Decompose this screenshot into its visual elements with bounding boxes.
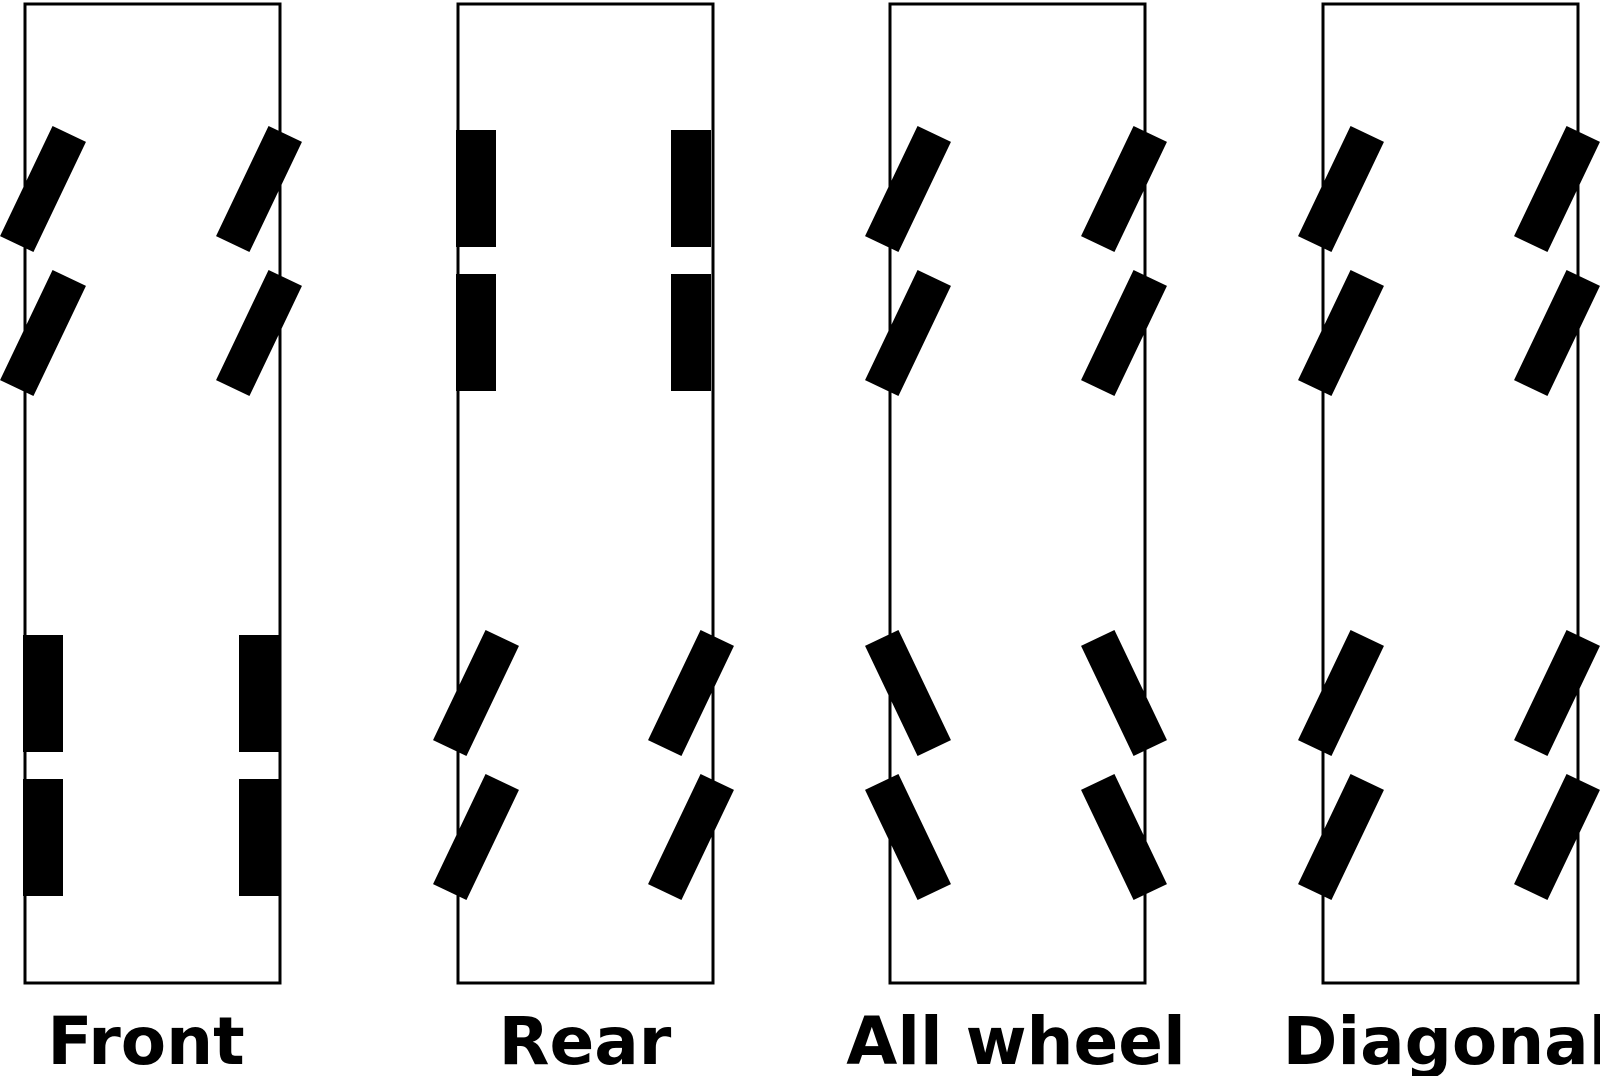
vehicle-outline xyxy=(456,2,715,985)
wheel-rear-right-1 xyxy=(648,629,734,757)
wheel-rear-right-1 xyxy=(239,635,279,752)
wheel-front-left-1 xyxy=(456,130,496,247)
wheel-rear-right-2 xyxy=(1081,773,1167,901)
wheel-front-left-1 xyxy=(865,125,951,253)
wheel-front-right-1 xyxy=(216,125,302,253)
wheel-front-left-2 xyxy=(456,274,496,391)
wheel-rear-left-1 xyxy=(1298,629,1384,757)
wheel-front-right-1 xyxy=(1081,125,1167,253)
vehicle-outline xyxy=(888,2,1147,985)
panel-rear: Rear xyxy=(433,2,734,1076)
wheel-front-right-1 xyxy=(671,130,711,247)
panel-front: Front xyxy=(0,2,302,1076)
wheel-front-right-2 xyxy=(671,274,711,391)
wheel-rear-right-1 xyxy=(1514,629,1600,757)
vehicle-outline xyxy=(1321,2,1580,985)
wheel-front-left-2 xyxy=(1298,269,1384,397)
panel-diagonal: Diagonal xyxy=(1283,2,1600,1076)
wheel-front-right-2 xyxy=(1081,269,1167,397)
wheel-rear-left-1 xyxy=(433,629,519,757)
vehicle-outline xyxy=(23,2,282,985)
wheel-rear-left-2 xyxy=(865,773,951,901)
wheel-rear-left-2 xyxy=(433,773,519,901)
wheel-rear-left-2 xyxy=(23,779,63,896)
wheel-front-right-2 xyxy=(1514,269,1600,397)
wheel-front-right-2 xyxy=(216,269,302,397)
wheel-rear-right-2 xyxy=(648,773,734,901)
wheel-rear-left-1 xyxy=(23,635,63,752)
wheel-front-left-2 xyxy=(0,269,86,397)
panel-label: Rear xyxy=(499,1003,672,1076)
panel-label: All wheel xyxy=(846,1003,1185,1076)
wheel-rear-left-2 xyxy=(1298,773,1384,901)
wheel-rear-right-2 xyxy=(1514,773,1600,901)
wheel-front-right-1 xyxy=(1514,125,1600,253)
wheel-rear-right-1 xyxy=(1081,629,1167,757)
wheel-rear-right-2 xyxy=(239,779,279,896)
wheel-front-left-1 xyxy=(1298,125,1384,253)
panel-label: Front xyxy=(47,1003,244,1076)
wheel-rear-left-1 xyxy=(865,629,951,757)
wheel-front-left-1 xyxy=(0,125,86,253)
panel-label: Diagonal xyxy=(1283,1003,1600,1076)
wheel-front-left-2 xyxy=(865,269,951,397)
panel-all-wheel: All wheel xyxy=(846,2,1186,1076)
